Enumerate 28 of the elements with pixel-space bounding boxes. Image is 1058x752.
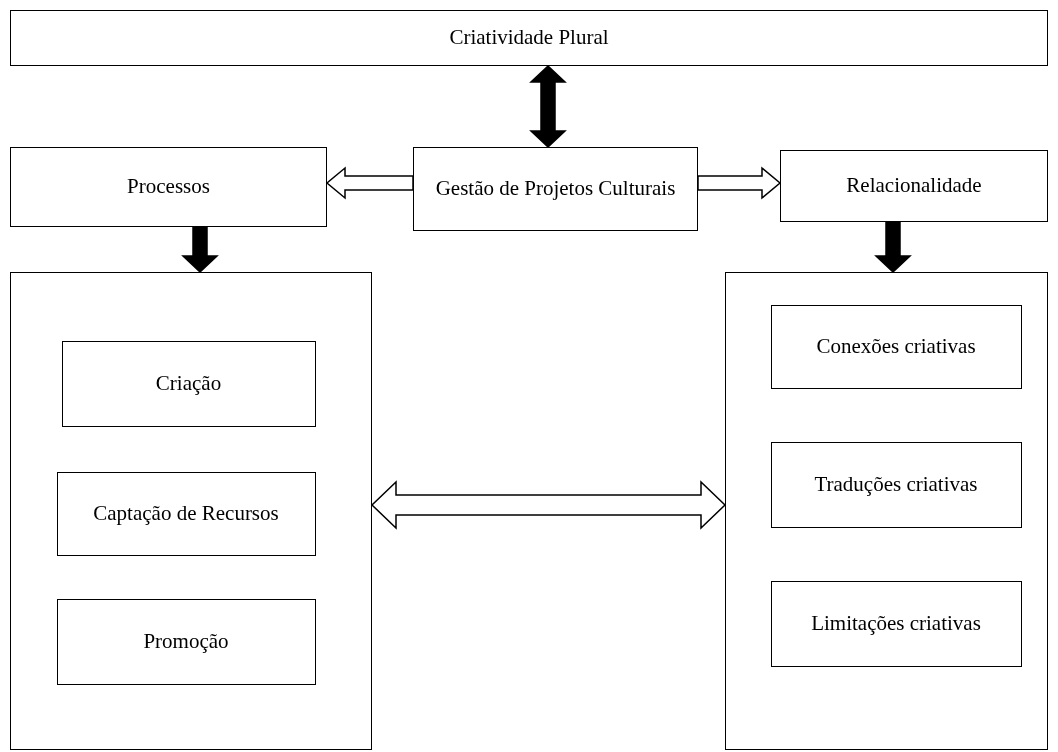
box-label: Criação — [154, 369, 223, 397]
arrow — [697, 166, 782, 200]
group-box — [725, 272, 1048, 750]
box-label: Relacionalidade — [845, 172, 983, 200]
double-arrow — [370, 480, 727, 530]
box-label: Promoção — [142, 627, 230, 655]
arrow — [325, 166, 414, 200]
box-label: Gestão de Projetos Culturais — [434, 175, 677, 203]
process-box — [56, 598, 316, 685]
process-box — [770, 441, 1022, 528]
box-label: Limitações criativas — [810, 609, 982, 637]
box-label: Conexões criativas — [815, 332, 977, 360]
group-box — [10, 272, 372, 750]
arrow — [874, 221, 912, 274]
process-box — [780, 150, 1048, 222]
box-label: Processos — [126, 173, 211, 201]
arrow — [181, 226, 219, 274]
box-label: Criatividade Plural — [448, 24, 610, 52]
process-box — [770, 580, 1022, 667]
process-box — [10, 147, 327, 227]
box-label: Captação de Recursos — [92, 499, 280, 527]
process-box — [413, 147, 698, 231]
process-box — [56, 471, 316, 556]
box-label: Traduções criativas — [813, 470, 979, 498]
process-box — [61, 340, 316, 427]
double-arrow — [529, 64, 567, 149]
process-box — [770, 304, 1022, 389]
process-box — [10, 10, 1048, 66]
